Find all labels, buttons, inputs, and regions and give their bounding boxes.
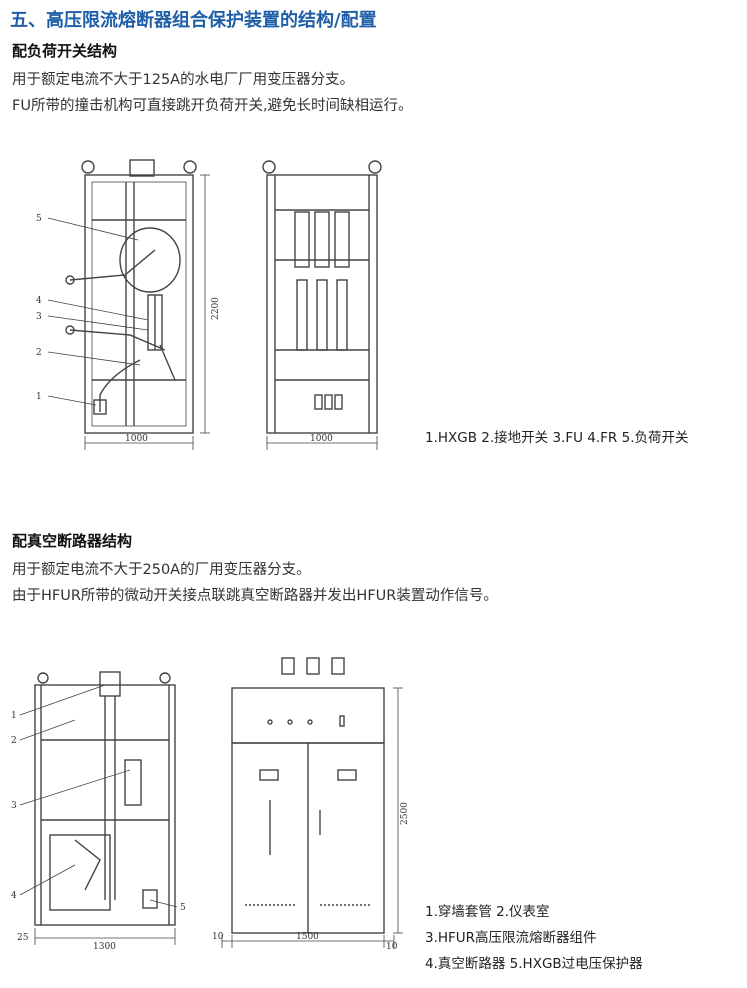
fig1-callout-3: 3	[36, 312, 42, 322]
fig1-callout-5: 5	[36, 214, 42, 224]
section1-line-2: FU所带的撞击机构可直接跳开负荷开关,避免长时间缺相运行。	[12, 98, 413, 114]
fig2-callout-1: 1	[11, 711, 17, 721]
fig2-callout-4: 4	[11, 891, 17, 901]
fig1-callout-1: 1	[36, 392, 42, 402]
fig2-width-dim: 1300	[93, 942, 116, 950]
fig2-height-dim: 2500	[400, 802, 410, 825]
section1-line-1: 用于额定电流不大于125A的水电厂厂用变压器分支。	[12, 72, 355, 88]
section2-heading: 配真空断路器结构	[12, 532, 133, 550]
figure1-right-cabinet: 1000	[262, 160, 382, 450]
fig2-right-dim-right: 10	[386, 942, 398, 950]
section2-legend-2: 3.HFUR高压限流熔断器组件	[425, 930, 597, 946]
section2-line-2: 由于HFUR所带的微动开关接点联跳真空断路器并发出HFUR装置动作信号。	[12, 588, 498, 604]
page-title: 五、高压限流熔断器组合保护装置的结构/配置	[10, 10, 377, 31]
fig1-callout-4: 4	[36, 296, 42, 306]
fig1-callout-2: 2	[36, 348, 42, 358]
fig1-height-dim: 2200	[211, 297, 221, 320]
figure2-right-cabinet: 10 1500 10 2500	[212, 657, 410, 950]
figure2-left-cabinet: 1 2 3 4 5 25 1300	[11, 671, 186, 950]
section1-heading: 配负荷开关结构	[12, 42, 118, 60]
fig2-dim-small: 25	[17, 933, 29, 943]
section1-legend: 1.HXGB 2.接地开关 3.FU 4.FR 5.负荷开关	[425, 430, 689, 446]
section2-line-1: 用于额定电流不大于250A的厂用变压器分支。	[12, 562, 311, 578]
fig2-right-width-dim: 1500	[296, 932, 319, 942]
fig1-width-dim: 1000	[125, 434, 148, 444]
figure1-left-cabinet: 5 4 3 2 1 1000 2200	[36, 159, 221, 450]
section2-legend-3: 4.真空断路器 5.HXGB过电压保护器	[425, 956, 643, 972]
fig2-right-dim-left: 10	[212, 932, 224, 942]
fig2-callout-3: 3	[11, 801, 17, 811]
fig2-callout-2: 2	[11, 736, 17, 746]
fig2-callout-5: 5	[180, 903, 186, 913]
fig1-right-width-dim: 1000	[310, 434, 333, 444]
section2-legend-1: 1.穿墙套管 2.仪表室	[425, 904, 550, 920]
